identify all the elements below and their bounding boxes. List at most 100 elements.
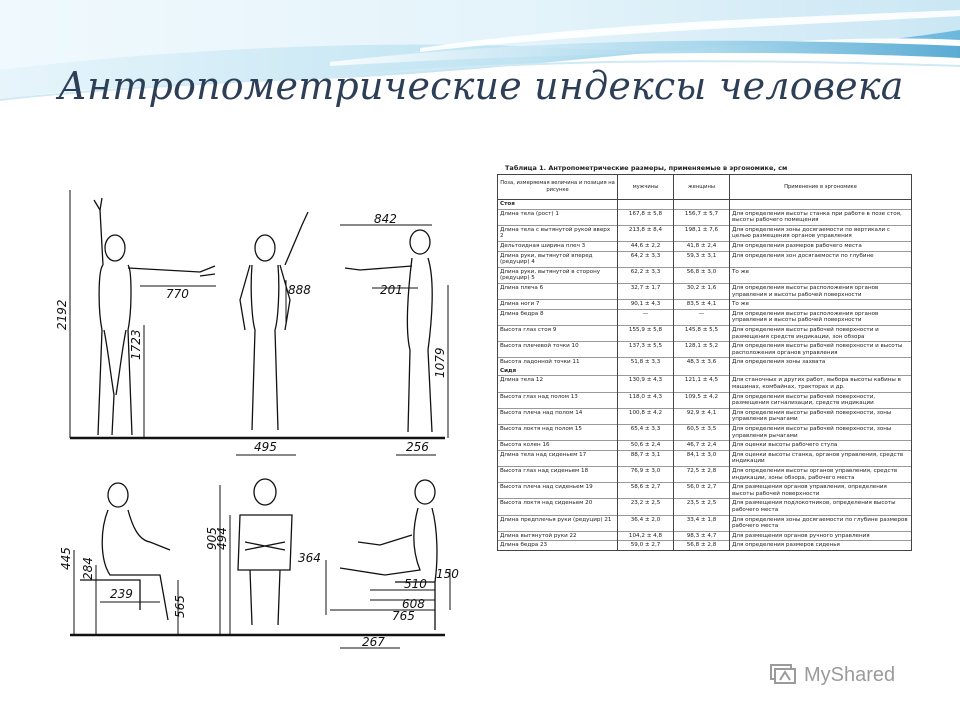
application-cell: Для определения зон досягаемости по глуб… [729, 250, 912, 268]
men-value: — [617, 308, 674, 326]
name-cell: Высота локтя над полом 15 [497, 424, 618, 441]
table-row: Длина руки, вытянутой вперед (редуцир) 4… [497, 250, 912, 268]
name-cell: Высота локтя над сиденьем 20 [497, 498, 618, 516]
women-value: 121,1 ± 4,5 [673, 375, 730, 393]
women-value: 46,7 ± 2,4 [673, 440, 730, 451]
column-header: Поза, измеряемая величина и позиция на р… [497, 174, 618, 200]
data-table: Поза, измеряемая величина и позиция на р… [497, 174, 912, 551]
dim-label: 770 [166, 287, 189, 301]
figure-seated-side [80, 482, 171, 621]
application-cell [729, 199, 912, 210]
women-value: — [673, 308, 730, 326]
name-cell: Длина предплечья руки (редуцир) 21 [497, 514, 618, 532]
dim-label: 201 [380, 283, 403, 297]
dim-label: 445 [59, 547, 73, 570]
men-value: 213,8 ± 8,4 [617, 224, 674, 242]
dim-label: 256 [406, 440, 429, 454]
table-row: Длина бедра 8——Для определения высоты ра… [497, 308, 912, 326]
application-cell: Для оценки высоты станка, органов управл… [729, 449, 912, 467]
name-cell: Длина тела над сиденьем 17 [497, 449, 618, 467]
men-value: 59,0 ± 2,7 [617, 540, 674, 551]
men-value: 155,9 ± 5,8 [617, 324, 674, 342]
dimension-labels: 2192 1723 770 888 842 201 1079 495 256 4… [55, 212, 459, 649]
dim-label: 2192 [55, 299, 69, 330]
dim-label: 494 [215, 527, 229, 550]
women-value: 98,3 ± 4,7 [673, 530, 730, 541]
application-cell: Для определения размеров сиденья [729, 540, 912, 551]
application-cell: Для определения высоты рабочей поверхнос… [729, 324, 912, 342]
application-cell: Для определения высоты рабочей поверхнос… [729, 424, 912, 441]
application-cell [729, 366, 912, 376]
women-value: 84,1 ± 3,0 [673, 449, 730, 467]
men-value: 76,9 ± 3,0 [617, 465, 674, 483]
dim-label: 888 [288, 283, 311, 297]
men-value: 90,1 ± 4,3 [617, 299, 674, 310]
application-cell: Для определения высоты рабочей поверхнос… [729, 407, 912, 425]
dim-label: 239 [110, 587, 133, 601]
name-cell: Длина тела с вытянутой рукой вверх 2 [497, 224, 618, 242]
dim-label: 495 [254, 440, 277, 454]
name-cell: Высота глаз над полом 13 [497, 391, 618, 409]
women-value: 48,3 ± 3,6 [673, 357, 730, 367]
name-cell: Высота колен 16 [497, 440, 618, 451]
dim-label: 842 [374, 212, 397, 226]
application-cell: Для определения высоты расположения орга… [729, 282, 912, 300]
women-value: 92,9 ± 4,1 [673, 407, 730, 425]
men-value: 32,7 ± 1,7 [617, 282, 674, 300]
name-cell: Дельтоидная ширина плеч 3 [497, 240, 618, 252]
dim-label: 364 [298, 551, 321, 565]
dim-label: 267 [362, 635, 385, 649]
women-value: 56,8 ± 3,0 [673, 266, 730, 284]
men-value: 104,2 ± 4,8 [617, 530, 674, 541]
men-value [617, 199, 674, 210]
dim-label: 510 [404, 577, 427, 591]
table-row: Сидя [497, 366, 912, 376]
men-value: 88,7 ± 3,1 [617, 449, 674, 467]
dim-label: 608 [402, 597, 425, 611]
presentation-icon [770, 664, 796, 684]
women-value [673, 366, 730, 376]
men-value: 137,3 ± 5,5 [617, 341, 674, 358]
slide-title: Антропометрические индексы человека [58, 64, 904, 108]
women-value: 109,5 ± 4,2 [673, 391, 730, 409]
application-cell: Для определения зоны досягаемости по вер… [729, 224, 912, 242]
name-cell: Длина вытянутой руки 22 [497, 530, 618, 541]
application-cell: Для определения размеров рабочего места [729, 240, 912, 252]
table-header-row: Поза, измеряемая величина и позиция на р… [497, 174, 912, 200]
dim-label: 284 [81, 557, 95, 580]
dim-label: 1079 [433, 347, 447, 378]
name-cell: Стоя [497, 199, 618, 210]
men-value: 64,2 ± 3,3 [617, 250, 674, 268]
application-cell: Для размещения подлокотников, определени… [729, 498, 912, 516]
men-value: 167,8 ± 5,8 [617, 208, 674, 226]
name-cell: Высота глаз над сиденьем 18 [497, 465, 618, 483]
application-cell: Для определения высоты органов управлени… [729, 465, 912, 483]
watermark-text: MyShared [804, 663, 896, 686]
table-row: Стоя [497, 199, 912, 210]
name-cell: Высота ладонной точки 11 [497, 357, 618, 367]
anthropometric-figures: 2192 1723 770 888 842 201 1079 495 256 4… [55, 190, 459, 649]
table-caption: Таблица 1. Антропометрические размеры, п… [505, 164, 788, 172]
watermark: MyShared [770, 660, 895, 690]
figure-front [239, 211, 309, 431]
name-cell: Высота плеча над полом 14 [497, 407, 618, 425]
standing-figures [69, 190, 449, 456]
name-cell: Длина бедра 23 [497, 540, 618, 551]
men-value: 118,0 ± 4,3 [617, 391, 674, 409]
anthropometric-table: Таблица 1. Антропометрические размеры, п… [497, 162, 917, 662]
women-value: 56,0 ± 2,7 [673, 482, 730, 499]
women-value: 30,2 ± 1,6 [673, 282, 730, 300]
